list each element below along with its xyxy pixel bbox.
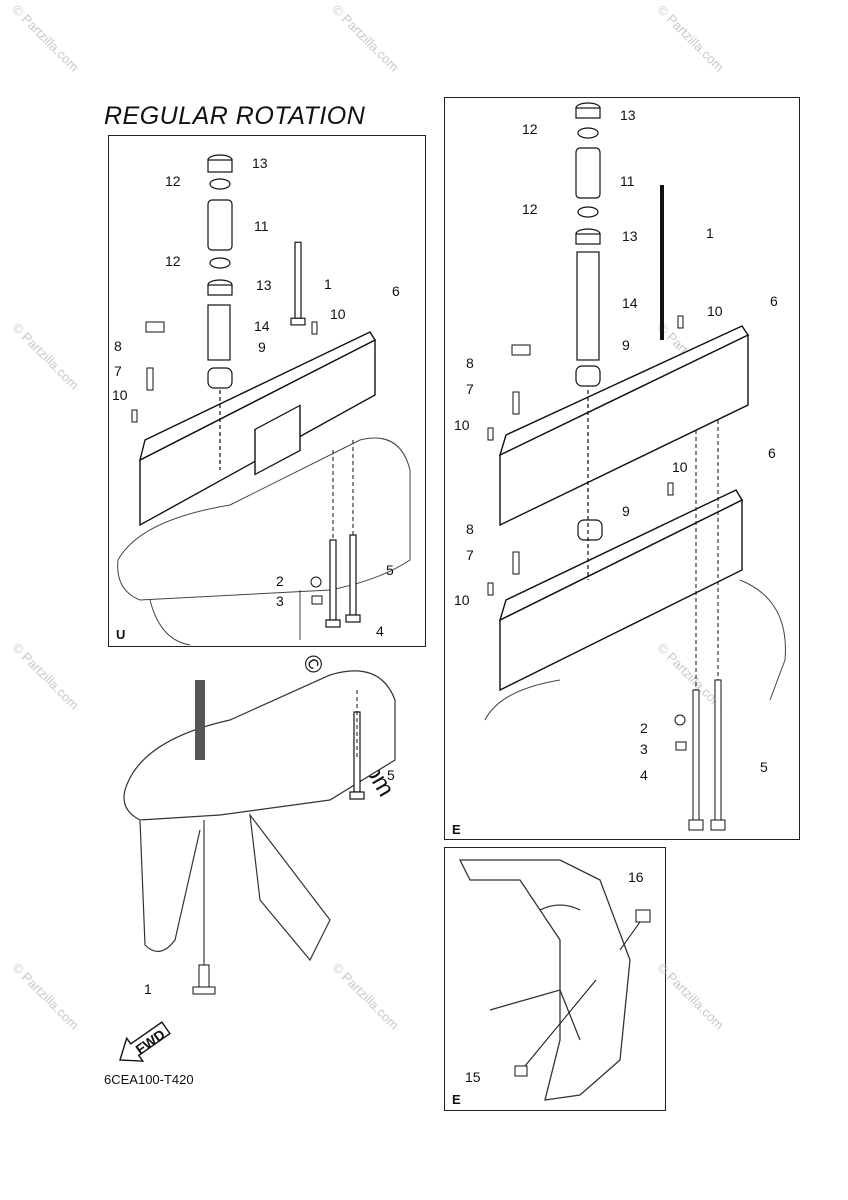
u-upper-casing — [138, 331, 376, 527]
e-upper-casing — [498, 325, 750, 527]
callout-label: 2 — [276, 573, 284, 589]
callout-label: 2 — [640, 720, 648, 736]
panel-e-top — [444, 97, 800, 840]
callout-label: 11 — [254, 218, 269, 234]
callout-label: 13 — [256, 277, 272, 293]
callout-label: 12 — [165, 253, 181, 269]
clamp-bracket — [458, 859, 631, 1101]
e-lower-casing — [484, 489, 786, 721]
main-bolts — [192, 690, 365, 995]
callout-label: 12 — [165, 173, 181, 189]
callout-label: 7 — [466, 547, 474, 563]
callout-label: 10 — [454, 592, 470, 608]
u-pipe-stack — [207, 154, 233, 470]
callout-label: 5 — [387, 767, 395, 783]
callout-label: 5 — [760, 759, 768, 775]
u-water-tube — [131, 321, 318, 423]
panel-u — [108, 135, 426, 647]
callout-label: 1 — [324, 276, 332, 292]
callout-label: 8 — [466, 521, 474, 537]
e-pipe-stack — [575, 102, 603, 580]
u-lower-case-outline — [117, 437, 411, 646]
callout-label: 9 — [258, 339, 266, 355]
e-stud-bolts — [660, 185, 726, 831]
callout-label: 4 — [640, 767, 648, 783]
callout-label: 9 — [622, 503, 630, 519]
callout-label: 5 — [386, 562, 394, 578]
callout-label: 10 — [707, 303, 723, 319]
callout-label: 6 — [768, 445, 776, 461]
u-stud-bolts — [290, 241, 361, 628]
panel-e-bottom — [444, 847, 666, 1111]
callout-label: 9 — [622, 337, 630, 353]
callout-label: 14 — [254, 318, 270, 334]
fwd-arrow-icon — [119, 1021, 171, 1062]
callout-label: 15 — [465, 1069, 481, 1085]
callout-label: 4 — [376, 623, 384, 639]
callout-label: 6 — [770, 293, 778, 309]
clamp-bolts — [514, 909, 651, 1077]
callout-label: 13 — [620, 107, 636, 123]
callout-label: 1 — [144, 981, 152, 997]
callout-label: 3 — [640, 741, 648, 757]
callout-label: 13 — [622, 228, 638, 244]
diagram-title: REGULAR ROTATION — [104, 102, 366, 130]
callout-label: 14 — [622, 295, 638, 311]
callout-label: 10 — [454, 417, 470, 433]
panel-u-label: U — [116, 627, 126, 642]
lower-unit-outline — [123, 670, 396, 962]
callout-label: 8 — [466, 355, 474, 371]
diagram-code: 6CEA100-T420 — [104, 1072, 194, 1087]
e-water-tubes — [487, 315, 684, 596]
panel-e-bottom-label: E — [452, 1092, 461, 1107]
callout-label: 12 — [522, 121, 538, 137]
callout-label: 16 — [628, 869, 644, 885]
callout-label: 11 — [620, 173, 635, 189]
callout-label: 12 — [522, 201, 538, 217]
panel-e-top-label: E — [452, 822, 461, 837]
callout-label: 1 — [706, 225, 714, 241]
callout-label: 3 — [276, 593, 284, 609]
callout-label: 6 — [392, 283, 400, 299]
callout-label: 10 — [330, 306, 346, 322]
callout-label: 13 — [252, 155, 268, 171]
callout-label: 7 — [466, 381, 474, 397]
callout-label: 7 — [114, 363, 122, 379]
callout-label: 10 — [112, 387, 128, 403]
callout-label: 10 — [672, 459, 688, 475]
callout-label: 8 — [114, 338, 122, 354]
